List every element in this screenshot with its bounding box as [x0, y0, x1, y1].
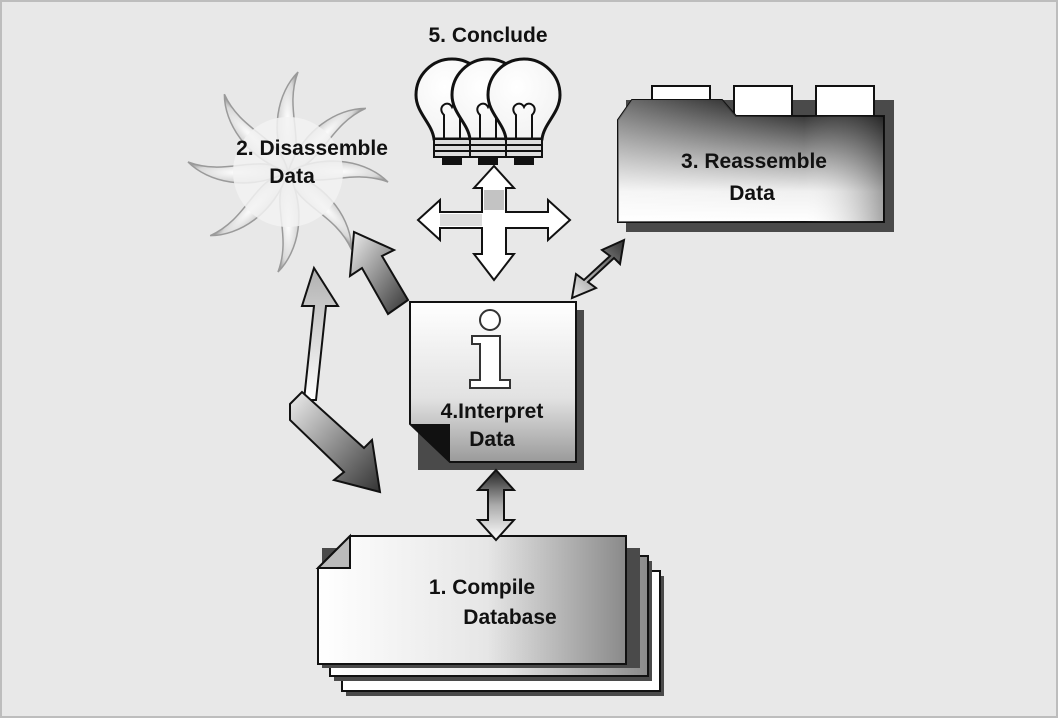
reassemble-label-line2: Data — [729, 182, 775, 205]
disassemble-label-line2: Data — [269, 165, 315, 188]
compile-label-line1: 1. Compile — [429, 576, 535, 599]
interpret-label-line1: 4.Interpret — [441, 400, 544, 423]
conclude-label: 5. Conclude — [428, 24, 547, 47]
compile-label-line2: Database — [463, 606, 556, 629]
arrow-interpret-compile — [475, 468, 517, 542]
compile-database-node: 1. Compile Database — [315, 533, 664, 696]
conclude-node: 5. Conclude — [414, 24, 562, 165]
reassemble-data-node: 3. Reassemble Data — [617, 85, 894, 232]
arrow-disassemble-compile — [289, 265, 382, 494]
info-page-icon — [409, 301, 584, 470]
disassemble-label-line1: 2. Disassemble — [236, 137, 388, 160]
info-letter-icon — [469, 309, 511, 389]
four-way-arrow — [416, 164, 572, 282]
four-way-arrow-shading — [440, 190, 504, 226]
stacked-documents-icon — [315, 533, 664, 696]
interpret-label-line2: Data — [469, 428, 515, 451]
arrow-interpret-to-disassemble — [348, 230, 410, 316]
lightbulbs-icon — [414, 57, 562, 165]
interpret-data-node: 4.Interpret Data — [409, 301, 584, 470]
reassemble-label-line1: 3. Reassemble — [681, 150, 827, 173]
arrow-interpret-reassemble — [570, 238, 626, 300]
file-folder-icon — [617, 85, 894, 232]
pinwheel-flower-icon — [187, 71, 389, 273]
disassemble-data-node: 2. Disassemble Data — [187, 71, 389, 273]
